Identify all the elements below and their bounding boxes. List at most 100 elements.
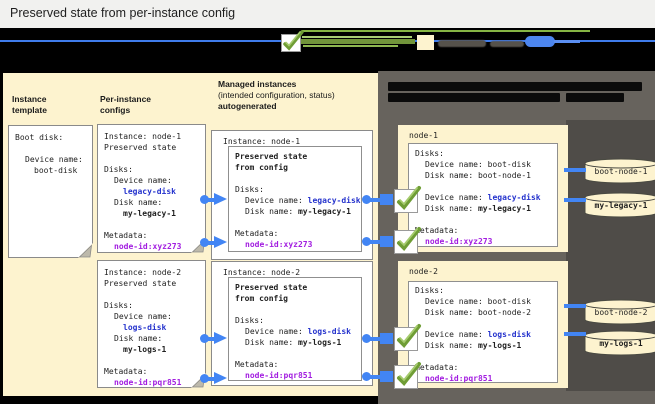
disk-name-label: Disk name: bbox=[245, 207, 298, 216]
connector-line bbox=[564, 304, 586, 308]
boot-disk-line: Disk name: boot-node-1 bbox=[425, 171, 531, 180]
device-name-value: legacy-disk bbox=[123, 187, 176, 196]
heading-line: Instance bbox=[12, 94, 47, 104]
heading-line: template bbox=[12, 105, 47, 115]
connector-square bbox=[380, 333, 393, 344]
legend-label-smudge bbox=[490, 41, 524, 47]
preserved-state-line: from config bbox=[235, 294, 288, 303]
disk-name-value: my-logs-1 bbox=[477, 341, 522, 350]
managed-instance-inner-box-node-2: Preserved state from config Disks: Devic… bbox=[228, 277, 362, 381]
device-name-line: Device name: legacy-disk bbox=[415, 192, 557, 203]
status-check-icon bbox=[394, 324, 421, 351]
connector-square bbox=[380, 236, 393, 247]
instance-line: Instance: node-1 bbox=[223, 137, 301, 146]
disks-label: Disks: bbox=[235, 316, 264, 325]
status-check-icon bbox=[394, 186, 421, 213]
metadata-label: Metadata: bbox=[235, 229, 279, 238]
device-name-value: logs-disk bbox=[487, 330, 531, 339]
status-check-icon bbox=[394, 362, 421, 389]
page-title: Preserved state from per-instance config bbox=[10, 6, 236, 20]
disk-label: my-logs-1 bbox=[599, 339, 643, 348]
metadata-label: Metadata: bbox=[104, 367, 148, 376]
device-name-label: Device name: bbox=[25, 155, 83, 164]
status-check-icon bbox=[394, 227, 421, 254]
disks-label: Disks: bbox=[415, 286, 444, 295]
disk-name-line: Disk name: my-legacy-1 bbox=[415, 203, 557, 214]
vm-instance-inner-box-node-2: Disks: Device name: boot-disk Disk name:… bbox=[408, 281, 558, 383]
boot-device-line: Device name: boot-disk bbox=[425, 160, 531, 169]
device-name-label: Device name: bbox=[425, 330, 488, 339]
disk-name-line: Disk name: my-legacy-1 bbox=[235, 206, 361, 217]
disks-label: Disks: bbox=[415, 149, 444, 158]
connector-arrow-icon bbox=[214, 193, 227, 205]
device-name-line: Device name: legacy-disk bbox=[235, 195, 361, 206]
disk-name-value: my-logs-1 bbox=[297, 338, 342, 347]
legend-intended-config-swatch bbox=[417, 35, 434, 50]
disk-cylinder-boot-node-2: boot-node-2 bbox=[584, 299, 655, 326]
heading-managed-instances: Managed instances (intended configuratio… bbox=[218, 79, 335, 112]
disk-label: boot-node-1 bbox=[594, 167, 648, 176]
connector-arrow-icon bbox=[214, 236, 227, 248]
disk-name-value: my-legacy-1 bbox=[123, 209, 176, 218]
device-name-label: Device name: bbox=[114, 312, 172, 321]
connector-arrow-icon bbox=[214, 332, 227, 344]
redacted-heading-bar bbox=[388, 82, 642, 91]
metadata-label: Metadata: bbox=[104, 231, 148, 240]
disk-name-label: Disk name: bbox=[425, 341, 478, 350]
device-name-value: legacy-disk bbox=[487, 193, 541, 202]
disk-cylinder-my-logs-1: my-logs-1 bbox=[584, 330, 655, 357]
disks-label: Disks: bbox=[104, 165, 133, 174]
heading-per-instance-configs: Per-instance configs bbox=[100, 94, 151, 116]
state-line: Preserved state bbox=[104, 279, 177, 288]
redacted-heading-bar bbox=[388, 93, 560, 102]
device-name-label: Device name: bbox=[245, 196, 308, 205]
legend-label-smudge bbox=[438, 40, 486, 47]
heading-line: autogenerated bbox=[218, 101, 277, 111]
disk-label: boot-node-2 bbox=[594, 308, 648, 317]
legend-green-line-top bbox=[302, 30, 590, 32]
instance-template-box: Boot disk: Device name: boot-disk bbox=[8, 125, 93, 258]
heading-line: Managed instances bbox=[218, 79, 297, 89]
device-name-value: boot-disk bbox=[34, 166, 78, 175]
heading-instance-template: Instance template bbox=[12, 94, 47, 116]
metadata-label: Metadata: bbox=[415, 226, 459, 235]
disk-name-value: my-logs-1 bbox=[123, 345, 167, 354]
vm-name: node-2 bbox=[409, 267, 438, 276]
boot-disk-label: Boot disk: bbox=[15, 133, 64, 142]
device-name-value: legacy-disk bbox=[307, 196, 361, 205]
preserved-state-line: Preserved state bbox=[235, 152, 308, 161]
device-name-line: Device name: logs-disk bbox=[235, 326, 361, 337]
device-name-line: Device name: logs-disk bbox=[415, 329, 557, 340]
connector-line bbox=[564, 198, 586, 202]
metadata-value: node-id:xyz273 bbox=[425, 237, 493, 246]
disk-name-value: my-legacy-1 bbox=[297, 207, 351, 216]
heading-line: Per-instance bbox=[100, 94, 152, 104]
disks-label: Disks: bbox=[104, 301, 133, 310]
connector-line bbox=[564, 332, 586, 336]
connector-arrow-icon bbox=[214, 372, 227, 384]
connector-line bbox=[366, 197, 382, 202]
connector-square bbox=[380, 371, 393, 382]
connector-line bbox=[203, 240, 214, 245]
disk-label: my-legacy-1 bbox=[594, 201, 648, 210]
legend-green-line-thin bbox=[303, 45, 398, 47]
disk-name-label: Disk name: bbox=[114, 198, 163, 207]
disk-name-line: Disk name: my-logs-1 bbox=[415, 340, 557, 351]
title-bar: Preserved state from per-instance config bbox=[0, 0, 655, 28]
vm-name: node-1 bbox=[409, 131, 438, 140]
connector-line bbox=[203, 197, 214, 202]
legend-check-icon bbox=[281, 30, 304, 52]
metadata-value: node-id:xyz273 bbox=[245, 240, 313, 249]
state-line: Preserved state bbox=[104, 143, 177, 152]
heading-line: (intended configuration, status) bbox=[218, 90, 335, 100]
device-name-label: Device name: bbox=[425, 193, 488, 202]
device-name-label: Device name: bbox=[245, 327, 308, 336]
instance-line: Instance: node-2 bbox=[223, 268, 301, 277]
metadata-value: node-id:pqr851 bbox=[245, 371, 313, 380]
connector-square bbox=[380, 194, 393, 205]
preserved-state-line: from config bbox=[235, 163, 288, 172]
metadata-label: Metadata: bbox=[235, 360, 279, 369]
disk-cylinder-boot-node-1: boot-node-1 bbox=[584, 158, 655, 185]
fold-corner-icon bbox=[78, 243, 93, 258]
metadata-value: node-id:pqr851 bbox=[425, 374, 493, 383]
